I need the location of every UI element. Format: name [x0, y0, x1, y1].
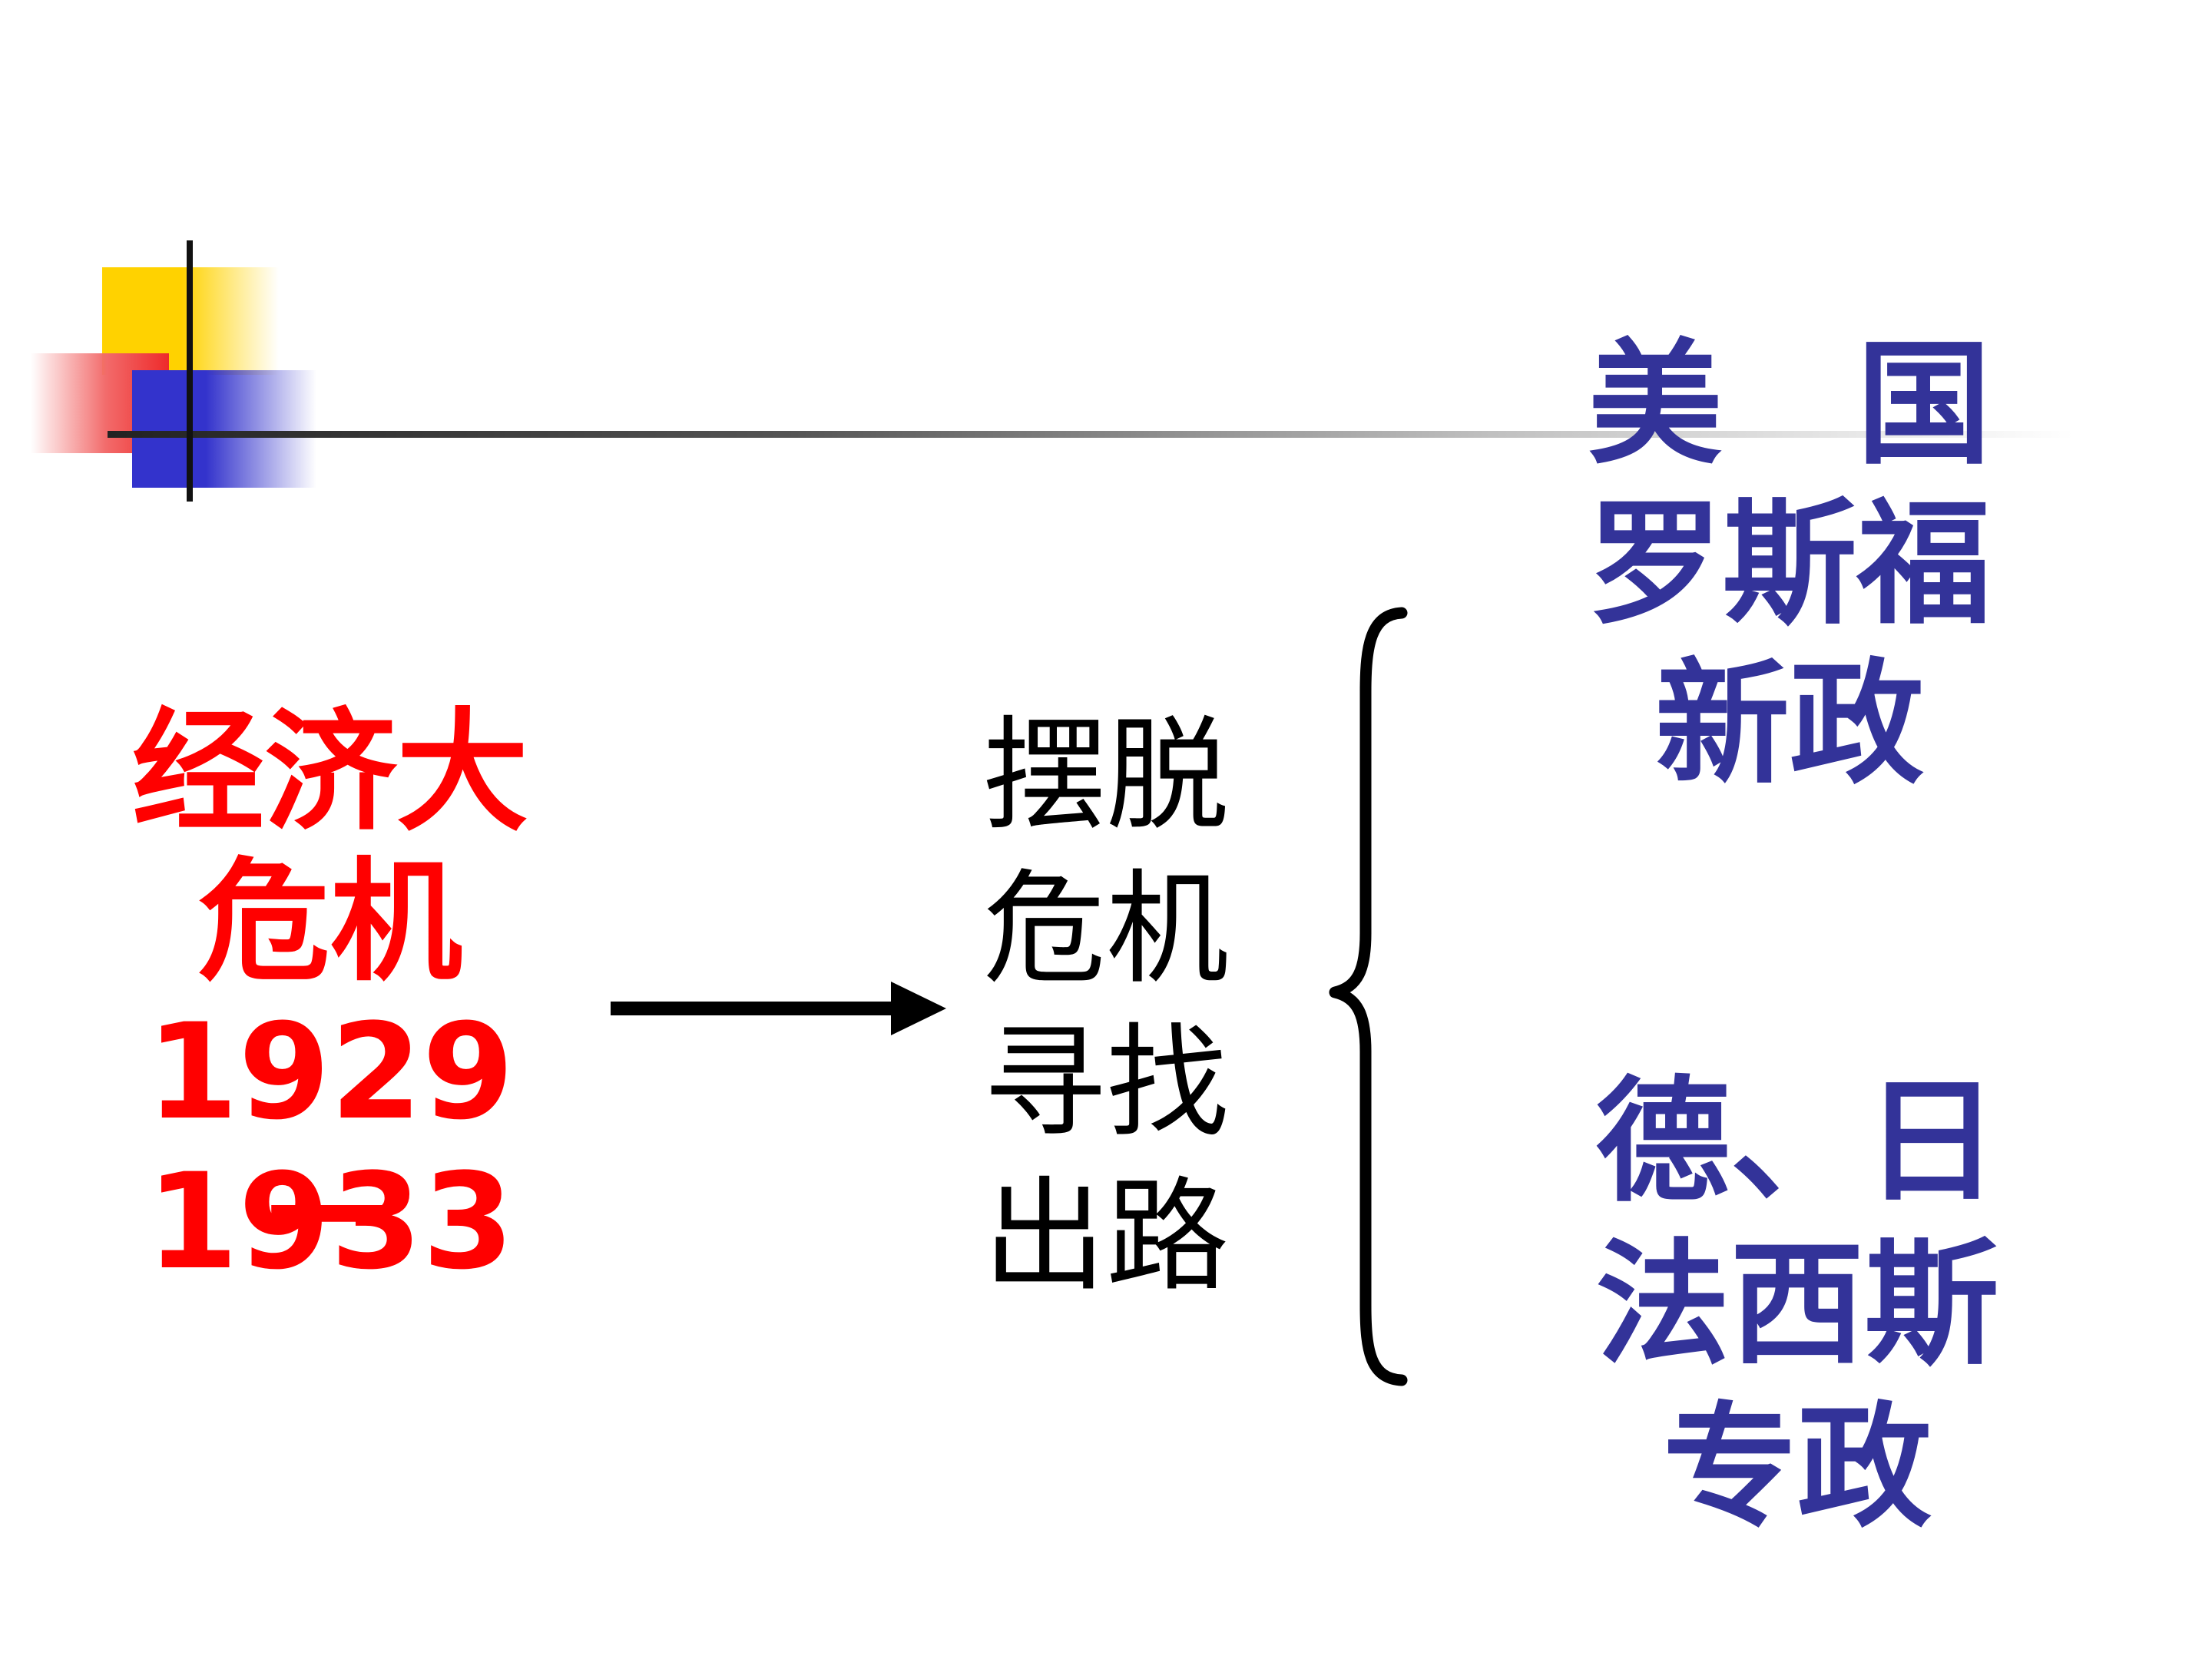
left-line-1: 经济大	[132, 695, 528, 849]
right-bottom-line-1: 德、日	[1595, 1065, 1999, 1220]
right-top-line-1: 美 国	[1588, 327, 1992, 483]
right-top-line-2: 罗斯福	[1588, 487, 1992, 643]
right-bottom-line-3: 专政	[1663, 1390, 1932, 1546]
fascist-dictatorship-label: 德、日 法西斯 专政	[1551, 1075, 2043, 1564]
middle-line-1: 摆脱	[982, 704, 1229, 847]
left-line-3: 1929—	[146, 995, 515, 1281]
blue-square-ornament	[132, 370, 316, 488]
header-horizontal-line	[108, 431, 2074, 438]
header-vertical-line	[187, 240, 193, 502]
left-line-2: 危机	[198, 845, 462, 999]
right-top-line-3: 新政	[1655, 647, 1924, 803]
middle-line-4: 出路	[982, 1164, 1229, 1308]
right-bottom-line-2: 法西斯	[1595, 1227, 1999, 1383]
middle-line-2: 危机	[982, 857, 1229, 1001]
left-line-4: 1933	[146, 1144, 515, 1299]
middle-line-3: 寻找	[982, 1011, 1229, 1154]
escape-crisis-label: 摆脱 危机 寻找 出路	[960, 714, 1252, 1329]
economic-crisis-label: 经济大 危机 1929— 1933	[92, 707, 568, 1306]
us-new-deal-label: 美 国 罗斯福 新政	[1551, 338, 2028, 817]
